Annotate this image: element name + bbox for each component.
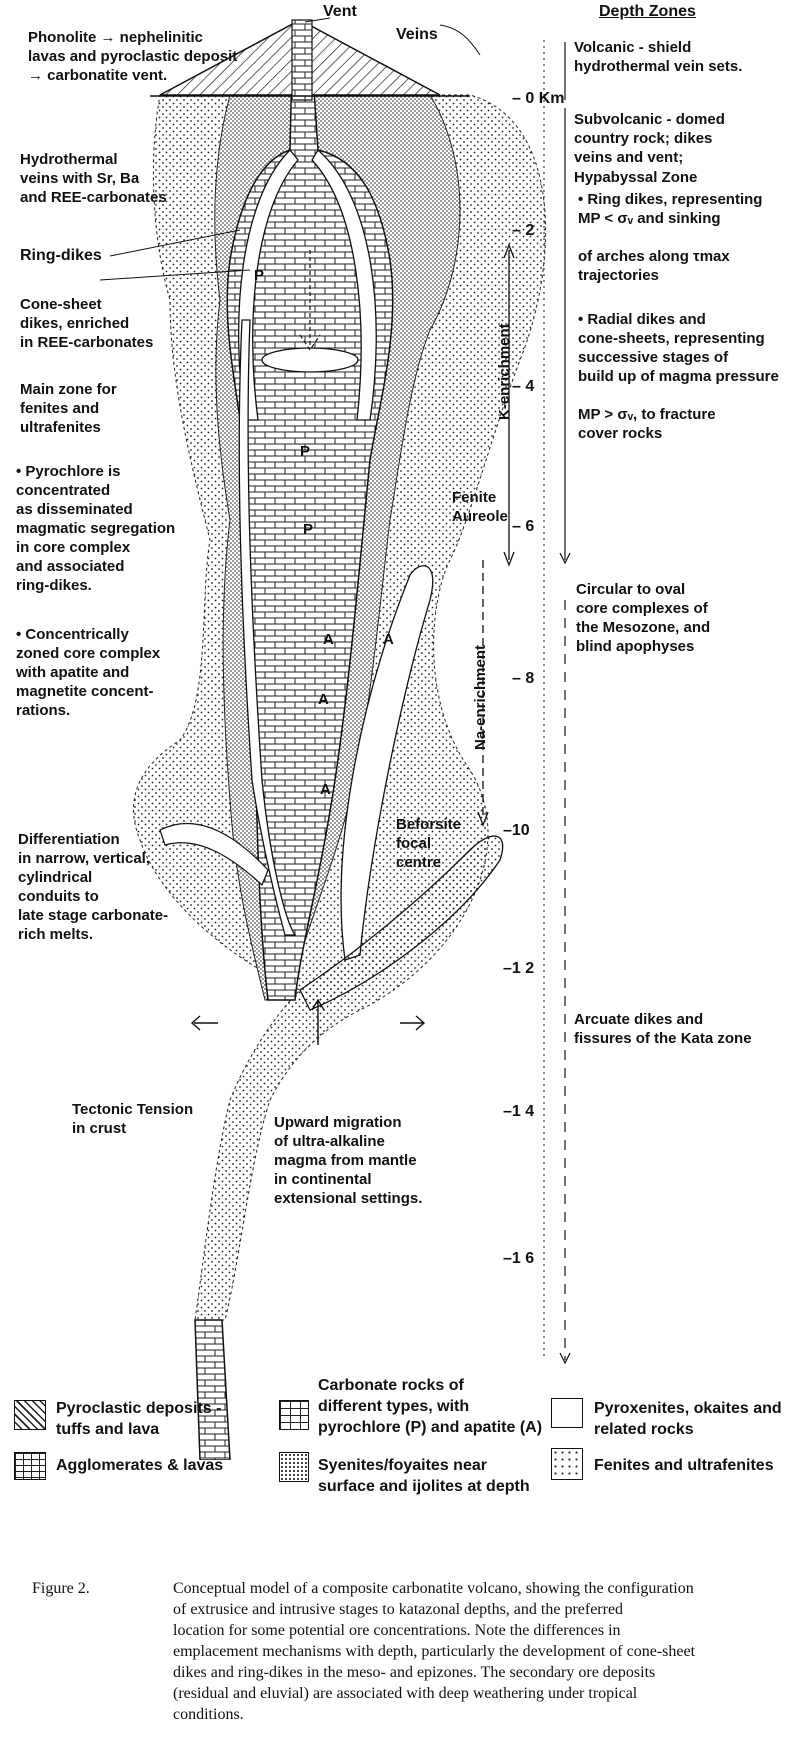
legend-label-pyroclastic: Pyroclastic deposits - tuffs and lava [56, 1400, 222, 1438]
upward-migration-label: Upward migration of ultra-alkaline magma… [274, 1114, 423, 1207]
pyrochlore-marker: P [254, 267, 265, 284]
apatite-marker: A [323, 631, 334, 648]
veins-label: Veins [396, 26, 438, 43]
subvolcanic-label: Subvolcanic - domed country rock; dikes … [574, 111, 725, 166]
carbonate-core-shape [226, 59, 394, 1001]
legend-label-fenites: Fenites and ultrafenites [594, 1457, 774, 1474]
volcano-diagram [99, 17, 571, 1460]
vent-label: Vent [323, 3, 357, 20]
upward-arrow [311, 998, 325, 1045]
depth-zones-heading: Depth Zones [599, 3, 696, 20]
figure-caption: Conceptual model of a composite carbonat… [173, 1580, 696, 1723]
depth-tick: – 8 [512, 670, 535, 687]
pyrochlore-marker: P [303, 521, 314, 538]
arcuate-dike-right [340, 565, 434, 961]
legend-label-pyroxenites: Pyroxenites, okaites and related rocks [594, 1400, 782, 1438]
legend-label-carbonate: Carbonate rocks of different types, with… [318, 1377, 543, 1436]
arcuate-dikes-label: Arcuate dikes and fissures of the Kata z… [574, 1011, 752, 1047]
differentiation-label: Differentiation in narrow, vertical, cyl… [18, 831, 169, 943]
apatite-marker: A [318, 691, 329, 708]
depth-tick: –1 2 [503, 960, 535, 977]
radial-dikes-label: • Radial dikes and cone-sheets, represen… [578, 311, 779, 442]
depth-tick: –10 [503, 822, 530, 839]
beforsite-label: Beforsite focal centre [396, 816, 462, 871]
pyrochlore-label: • Pyrochlore is concentrated as dissemin… [16, 463, 176, 594]
cone-sheet-label: Cone-sheet dikes, enriched in REE-carbon… [20, 296, 154, 351]
legend-swatch-pyroxenites [551, 1398, 583, 1428]
pyrochlore-marker: P [300, 443, 311, 460]
volcanic-shield-label: Volcanic - shield hydrothermal vein sets… [574, 39, 743, 75]
legend-swatch-syenites [279, 1452, 309, 1482]
depth-tick: –1 4 [503, 1103, 535, 1120]
ring-dikes-label: Ring-dikes [20, 247, 102, 264]
depth-tick: – 0 Km [512, 90, 565, 107]
main-zone-label: Main zone for fenites and ultrafenites [20, 381, 117, 436]
vent-shape [291, 19, 313, 101]
depth-tick: – 4 [512, 378, 535, 395]
legend-label-agglomerates: Agglomerates & lavas [56, 1457, 224, 1474]
legend-swatch-carbonate [279, 1400, 309, 1430]
core-ellipse [261, 347, 359, 373]
tension-left-arrow [190, 1015, 218, 1031]
legend-swatches [0, 0, 800, 1460]
figure-number: Figure 2. [32, 1580, 90, 1597]
long-dike-left [238, 319, 297, 936]
phonolite-label: Phonolite → nephelinitic lavas and pyroc… [28, 29, 238, 84]
hydrothermal-label: Hydrothermal veins with Sr, Ba and REE-c… [20, 151, 167, 206]
conduit-shape [194, 1319, 231, 1460]
legend-swatch-agglomerates [14, 1452, 46, 1480]
beforsite-branch [299, 835, 504, 1011]
circular-core-label: Circular to oval core complexes of the M… [576, 581, 711, 655]
apatite-marker: A [383, 631, 394, 648]
hypabyssal-label: Hypabyssal Zone [574, 169, 698, 186]
depth-tick: –1 6 [503, 1250, 535, 1267]
legend-swatch-fenites [551, 1448, 583, 1480]
depth-tick: – 6 [512, 518, 535, 535]
fenite-aureole-label: Fenite Aureole [452, 489, 508, 525]
tension-right-arrow [400, 1015, 426, 1031]
ring-dike-right [311, 148, 377, 421]
concentric-label: • Concentrically zoned core complex with… [16, 626, 161, 719]
left-branch [159, 822, 269, 887]
apatite-marker: A [320, 781, 331, 798]
legend-label-syenites: Syenites/foyaites near surface and ijoli… [318, 1457, 530, 1495]
legend-swatch-pyroclastic [14, 1400, 46, 1430]
depth-tick: – 2 [512, 222, 535, 239]
tectonic-label: Tectonic Tension in crust [72, 1101, 194, 1137]
ring-dikes-representing-label: • Ring dikes, representing MP < σᵥ and s… [578, 191, 763, 284]
core-arrow [299, 250, 321, 352]
